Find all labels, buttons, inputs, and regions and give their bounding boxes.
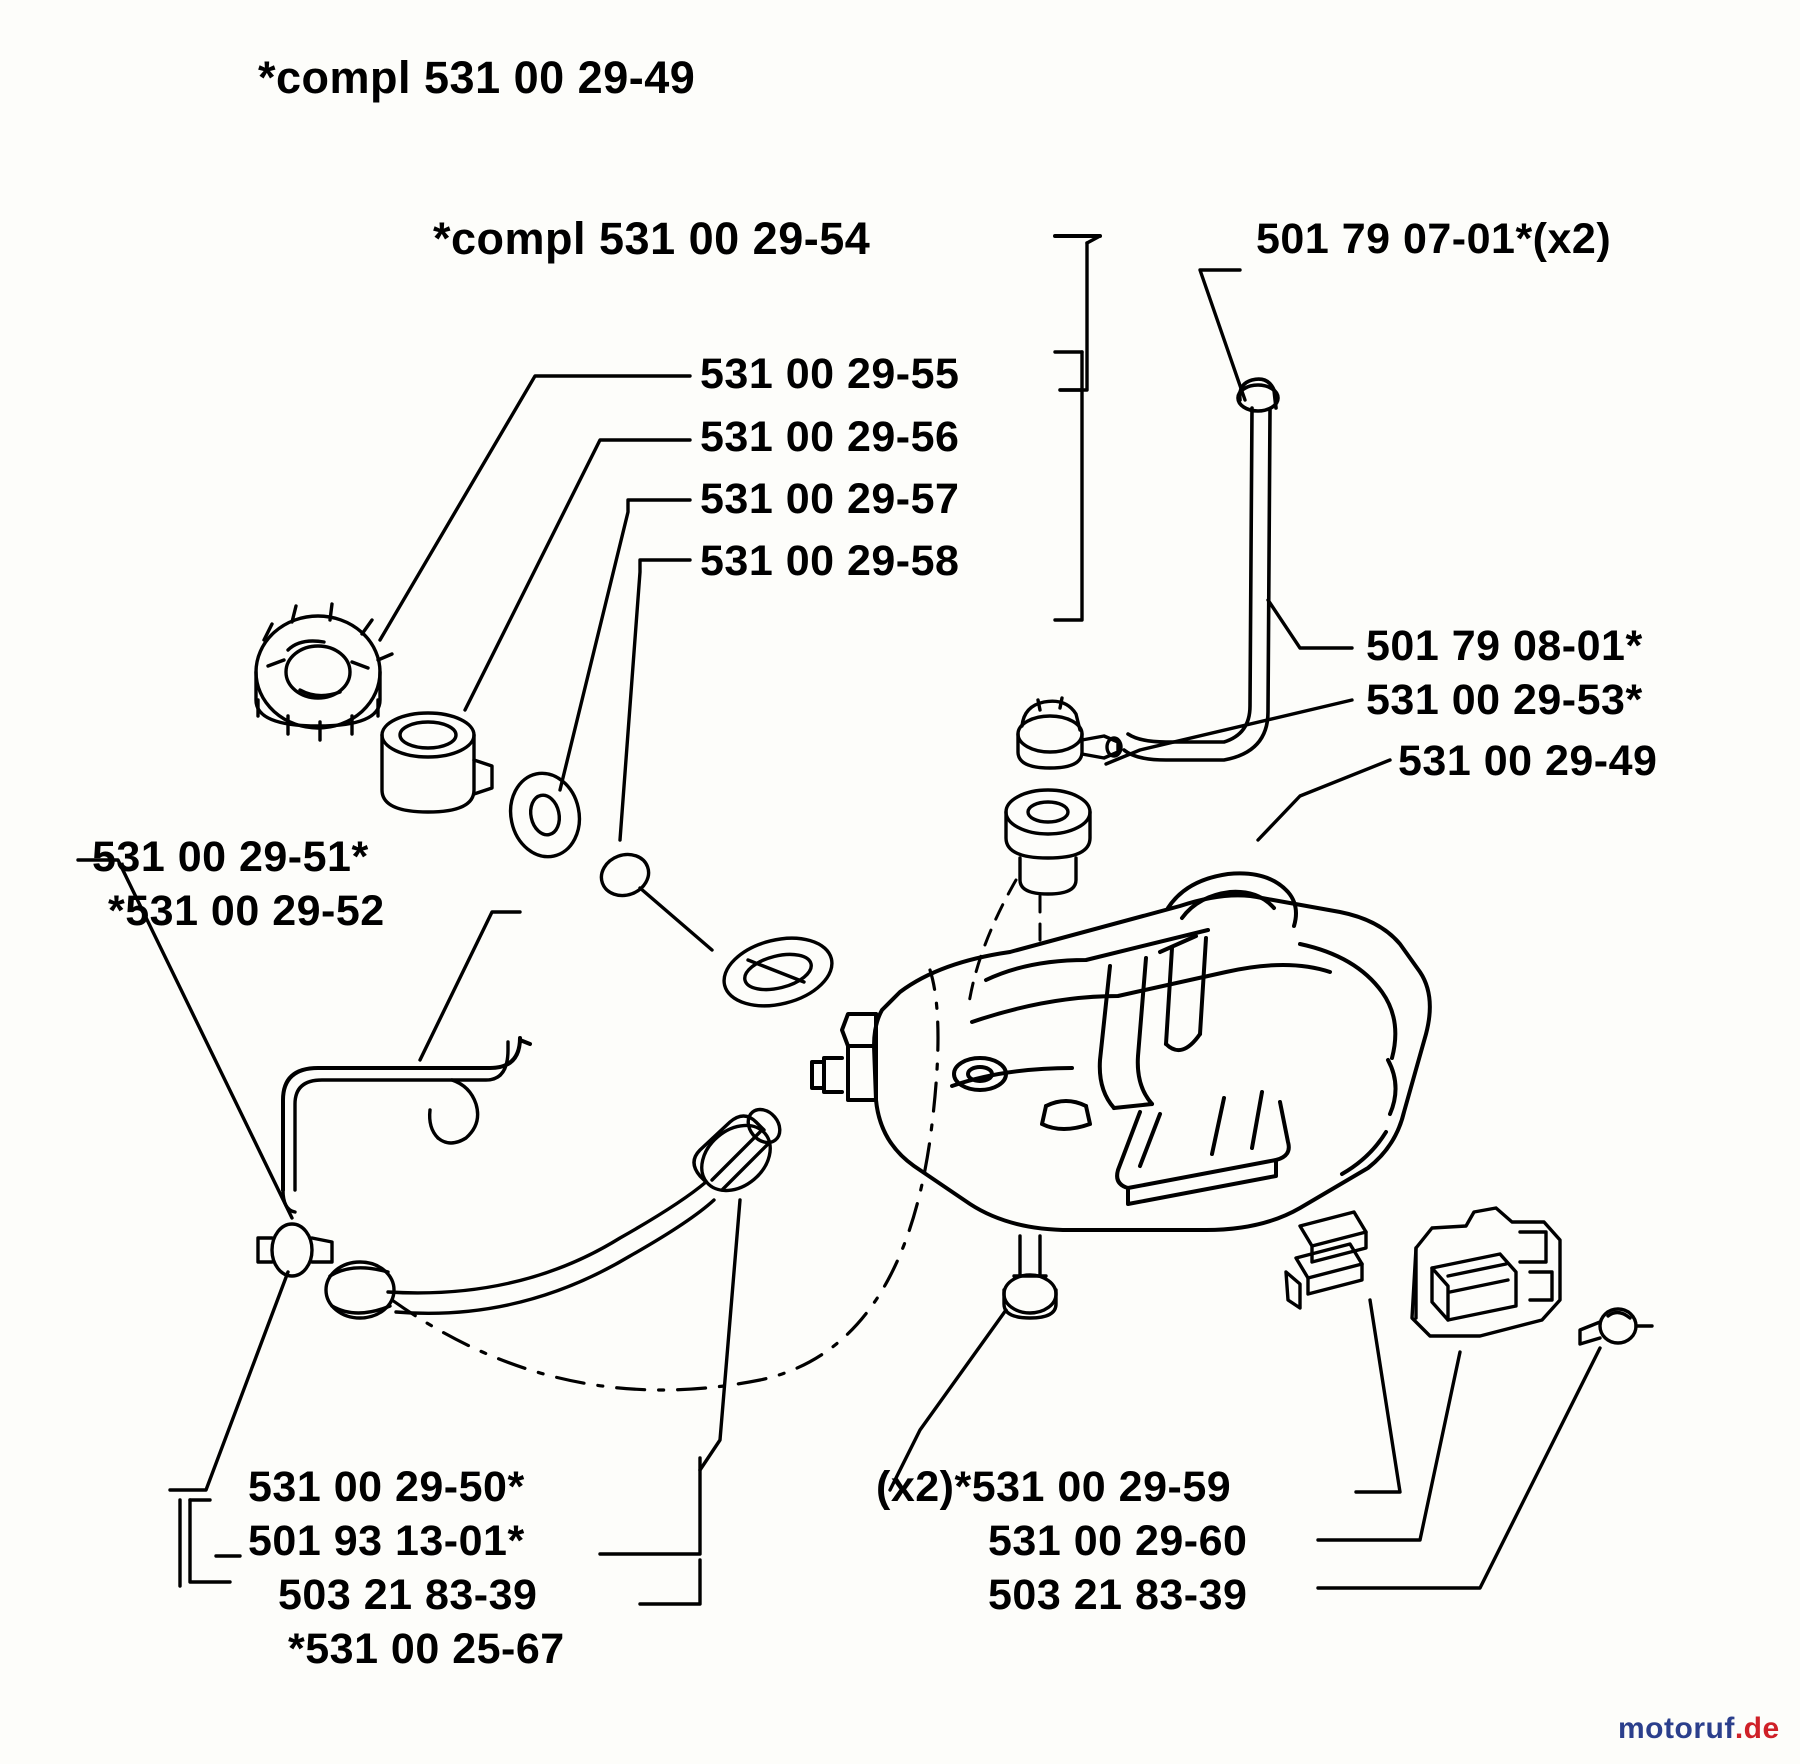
part-number-531-00-29-51: 531 00 29-51* <box>92 833 369 881</box>
part-number-531-00-29-59: (x2)*531 00 29-59 <box>876 1463 1232 1511</box>
part-number-501-79-08-01: 501 79 08-01* <box>1366 622 1643 670</box>
watermark-suffix: .de <box>1734 1712 1780 1745</box>
part-number-531-00-29-49: 531 00 29-49 <box>1398 737 1658 785</box>
part-number-531-00-25-67: *531 00 25-67 <box>288 1625 565 1673</box>
watermark: motoruf.de <box>1618 1712 1780 1746</box>
part-number-501-93-13-01: 501 93 13-01* <box>248 1517 525 1565</box>
header-compl-531-00-29-49: *compl 531 00 29-49 <box>258 52 696 103</box>
part-number-531-00-29-60: 531 00 29-60 <box>988 1517 1248 1565</box>
watermark-primary: motoruf <box>1618 1712 1735 1745</box>
header-compl-531-00-29-54: *compl 531 00 29-54 <box>433 213 871 264</box>
part-number-501-79-07-01: 501 79 07-01*(x2) <box>1256 215 1612 263</box>
part-number-531-00-29-58: 531 00 29-58 <box>700 537 960 585</box>
part-number-531-00-29-56: 531 00 29-56 <box>700 413 960 461</box>
part-number-531-00-29-57: 531 00 29-57 <box>700 475 960 523</box>
part-number-503-21-83-39-left: 503 21 83-39 <box>278 1571 538 1619</box>
part-number-531-00-29-50: 531 00 29-50* <box>248 1463 525 1511</box>
part-number-531-00-29-55: 531 00 29-55 <box>700 350 960 398</box>
part-number-531-00-29-52: *531 00 29-52 <box>108 887 385 935</box>
part-number-531-00-29-53: 531 00 29-53* <box>1366 676 1643 724</box>
part-number-503-21-83-39-right: 503 21 83-39 <box>988 1571 1248 1619</box>
